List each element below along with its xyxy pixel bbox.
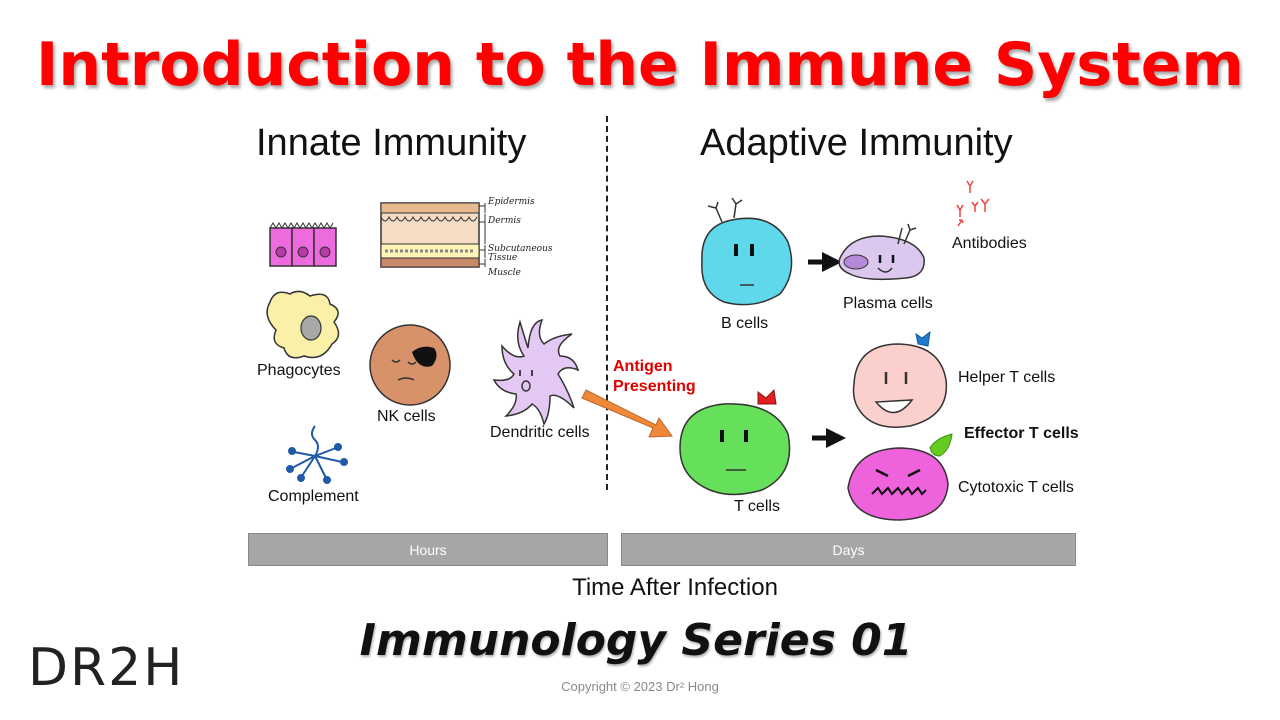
phagocyte-icon [266,290,340,359]
t-cell-icon [679,388,791,496]
skin-label-muscle: Muscle [488,268,521,278]
main-title: Introduction to the Immune System [36,30,1244,100]
antibodies-label: Antibodies [952,235,1027,252]
dendritic-cells-label: Dendritic cells [490,424,590,441]
time-axis-label: Time After Infection [572,574,778,601]
antibodies-icon [956,180,990,227]
antigen-presenting-label: Antigen Presenting [613,357,696,397]
dendritic-cell-icon [492,319,580,426]
cytotoxic-t-cell-icon [847,433,953,521]
copyright-text: Copyright © 2023 Dr² Hong [561,679,719,694]
nk-cells-label: NK cells [377,408,436,425]
antigen-label-line2: Presenting [613,378,696,395]
helper-t-cell-icon [852,330,948,428]
skin-label-subcutaneous: Subcutaneous Tissue [488,244,553,263]
innate-adaptive-divider [606,116,608,490]
epithelial-cells-icon [269,222,337,267]
t-cells-label: T cells [734,498,780,515]
phagocytes-label: Phagocytes [257,362,341,379]
nk-cell-icon [369,324,451,406]
skin-layers-icon [380,202,486,268]
antigen-label-line1: Antigen [613,358,673,375]
complement-icon [286,425,348,484]
days-bar: Days [621,533,1076,566]
complement-label: Complement [268,488,359,505]
effector-t-cells-label: Effector T cells [964,425,1079,442]
plasma-cells-label: Plasma cells [843,295,933,312]
adaptive-immunity-title: Adaptive Immunity [700,122,1013,164]
b-cell-icon [701,197,793,306]
antigen-presenting-arrow [581,389,673,438]
plasma-cell-icon [838,223,925,281]
series-title: Immunology Series 01 [359,615,913,666]
hours-bar: Hours [248,533,608,566]
skin-label-dermis: Dermis [488,216,521,226]
innate-immunity-title: Innate Immunity [256,122,527,164]
cytotoxic-t-cells-label: Cytotoxic T cells [958,479,1074,496]
b-cells-label: B cells [721,315,769,332]
dr2h-logo: DR2H [28,638,185,698]
skin-label-epidermis: Epidermis [488,197,535,207]
helper-t-cells-label: Helper T cells [958,369,1056,386]
